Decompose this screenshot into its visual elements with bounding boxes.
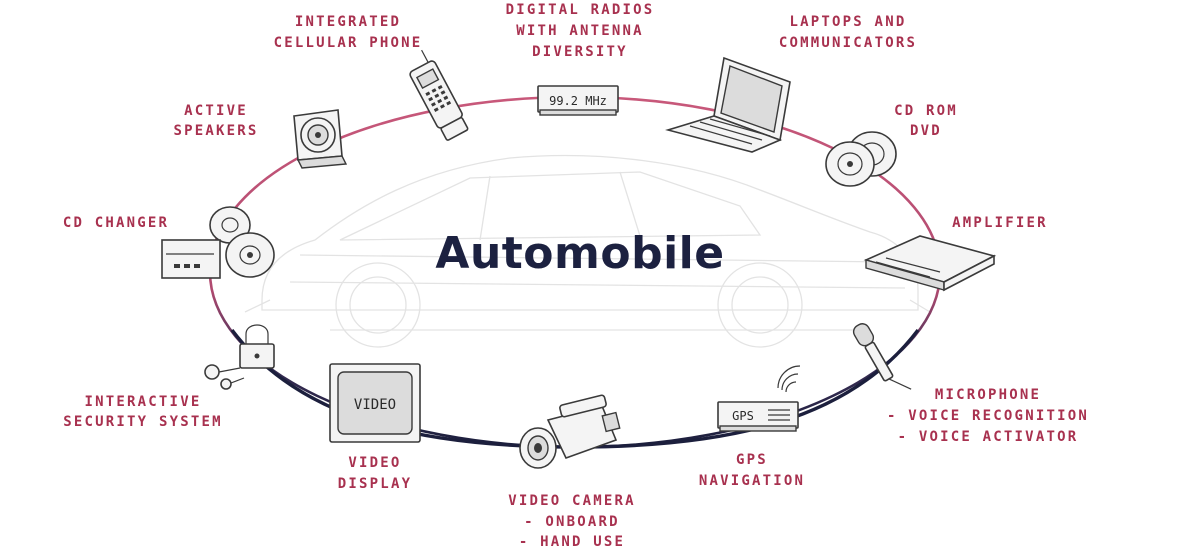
car-outline <box>244 154 931 348</box>
video-camera-icon <box>519 394 621 469</box>
label-cellular: INTEGRATED CELLULAR PHONE <box>274 14 423 51</box>
svg-text:MICROPHONE: MICROPHONE <box>935 387 1041 403</box>
cd-dvd-icon <box>825 131 897 187</box>
svg-text:DIVERSITY: DIVERSITY <box>532 44 628 60</box>
label-speakers: ACTIVE SPEAKERS <box>173 103 258 139</box>
gps-icon: GPS <box>717 365 801 432</box>
svg-text:SPEAKERS: SPEAKERS <box>173 123 258 139</box>
svg-text:DISPLAY: DISPLAY <box>338 476 412 492</box>
svg-text:- ONBOARD: - ONBOARD <box>524 514 620 530</box>
cellular-phone-icon <box>409 49 469 141</box>
label-microphone: MICROPHONE - VOICE RECOGNITION - VOICE A… <box>887 387 1089 445</box>
radio-frequency-display: 99.2 MHz <box>549 94 607 108</box>
svg-text:VIDEO CAMERA: VIDEO CAMERA <box>508 493 636 509</box>
svg-text:CELLULAR PHONE: CELLULAR PHONE <box>274 35 423 51</box>
svg-text:CD ROM: CD ROM <box>894 103 958 119</box>
svg-text:SECURITY SYSTEM: SECURITY SYSTEM <box>63 414 222 430</box>
padlock-icon <box>204 324 275 390</box>
amplifier-icon <box>863 235 997 292</box>
label-cdrom: CD ROM DVD <box>894 103 958 139</box>
svg-text:INTEGRATED: INTEGRATED <box>295 14 401 30</box>
video-display-icon: VIDEO <box>329 363 421 443</box>
svg-text:NAVIGATION: NAVIGATION <box>699 473 805 489</box>
diagram-title: Automobile <box>435 228 724 279</box>
label-radio: DIGITAL RADIOS WITH ANTENNA DIVERSITY <box>506 2 655 60</box>
svg-text:INTERACTIVE: INTERACTIVE <box>85 394 202 410</box>
label-video: VIDEO DISPLAY <box>338 455 412 492</box>
label-laptop: LAPTOPS AND COMMUNICATORS <box>779 14 917 51</box>
svg-text:DIGITAL RADIOS: DIGITAL RADIOS <box>506 2 655 18</box>
gps-screen-text: GPS <box>732 409 754 423</box>
svg-text:LAPTOPS AND: LAPTOPS AND <box>790 14 907 30</box>
label-cdchanger: CD CHANGER <box>63 215 169 231</box>
radio-icon: 99.2 MHz <box>537 85 619 116</box>
svg-text:AMPLIFIER: AMPLIFIER <box>952 215 1048 231</box>
label-gps: GPS NAVIGATION <box>699 452 805 489</box>
label-amplifier: AMPLIFIER <box>952 215 1048 231</box>
cd-changer-icon <box>161 206 275 279</box>
svg-text:WITH ANTENNA: WITH ANTENNA <box>516 23 644 39</box>
microphone-icon <box>852 323 912 390</box>
svg-text:CD CHANGER: CD CHANGER <box>63 215 169 231</box>
svg-text:GPS: GPS <box>736 452 768 468</box>
svg-text:- VOICE ACTIVATOR: - VOICE ACTIVATOR <box>898 429 1079 445</box>
laptop-icon <box>665 56 791 153</box>
svg-text:VIDEO: VIDEO <box>348 455 401 471</box>
label-camera: VIDEO CAMERA - ONBOARD - HAND USE <box>508 493 636 550</box>
speaker-icon <box>293 109 348 169</box>
video-screen-text: VIDEO <box>354 397 396 413</box>
label-security: INTERACTIVE SECURITY SYSTEM <box>63 394 222 430</box>
svg-text:COMMUNICATORS: COMMUNICATORS <box>779 35 917 51</box>
svg-text:ACTIVE: ACTIVE <box>184 103 248 119</box>
svg-text:- VOICE RECOGNITION: - VOICE RECOGNITION <box>887 408 1089 424</box>
svg-text:- HAND USE: - HAND USE <box>519 534 625 550</box>
svg-text:DVD: DVD <box>910 123 942 139</box>
